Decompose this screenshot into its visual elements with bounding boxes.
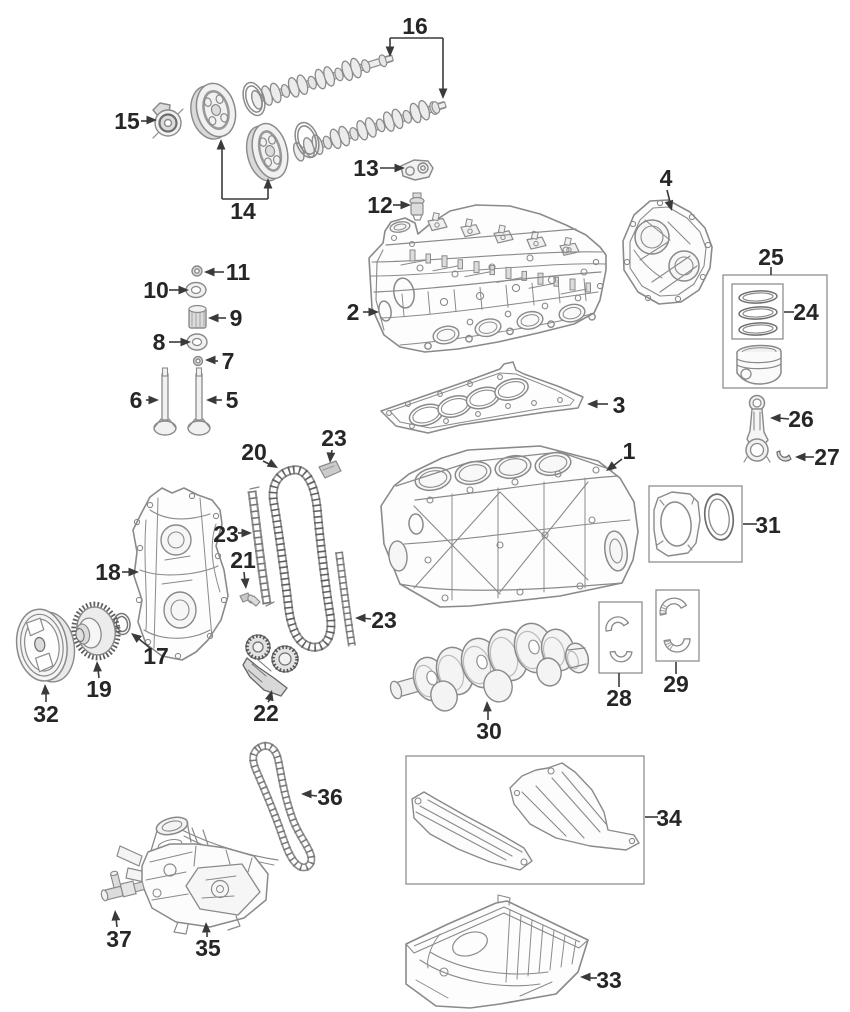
svg-text:17: 17 (143, 643, 169, 669)
svg-text:31: 31 (755, 512, 781, 538)
svg-text:7: 7 (222, 348, 235, 374)
svg-text:26: 26 (788, 406, 814, 432)
svg-text:6: 6 (130, 387, 143, 413)
svg-text:18: 18 (95, 559, 121, 585)
svg-text:27: 27 (814, 444, 840, 470)
svg-text:30: 30 (476, 718, 502, 744)
svg-text:37: 37 (106, 926, 132, 952)
svg-text:25: 25 (758, 244, 784, 270)
svg-text:12: 12 (367, 192, 393, 218)
svg-text:11: 11 (226, 259, 251, 285)
svg-text:4: 4 (660, 165, 673, 191)
svg-text:23: 23 (371, 607, 397, 633)
svg-text:19: 19 (86, 676, 112, 702)
svg-text:9: 9 (230, 305, 243, 331)
svg-text:28: 28 (606, 685, 632, 711)
svg-text:29: 29 (663, 671, 689, 697)
svg-text:21: 21 (230, 547, 256, 573)
svg-text:2: 2 (347, 299, 360, 325)
svg-text:3: 3 (613, 392, 626, 418)
svg-text:34: 34 (656, 805, 682, 831)
svg-text:13: 13 (353, 155, 379, 181)
svg-text:1: 1 (623, 438, 636, 464)
svg-text:20: 20 (241, 439, 267, 465)
svg-text:23: 23 (321, 425, 347, 451)
svg-text:24: 24 (793, 299, 819, 325)
svg-text:14: 14 (230, 198, 256, 224)
svg-text:32: 32 (33, 701, 59, 727)
svg-text:33: 33 (596, 967, 622, 993)
svg-text:35: 35 (195, 935, 221, 961)
svg-text:22: 22 (253, 700, 279, 726)
svg-text:10: 10 (143, 277, 169, 303)
svg-text:16: 16 (402, 13, 428, 39)
svg-text:15: 15 (114, 108, 140, 134)
svg-text:8: 8 (153, 329, 166, 355)
svg-text:5: 5 (226, 387, 239, 413)
svg-text:36: 36 (317, 784, 343, 810)
svg-text:23: 23 (213, 521, 239, 547)
